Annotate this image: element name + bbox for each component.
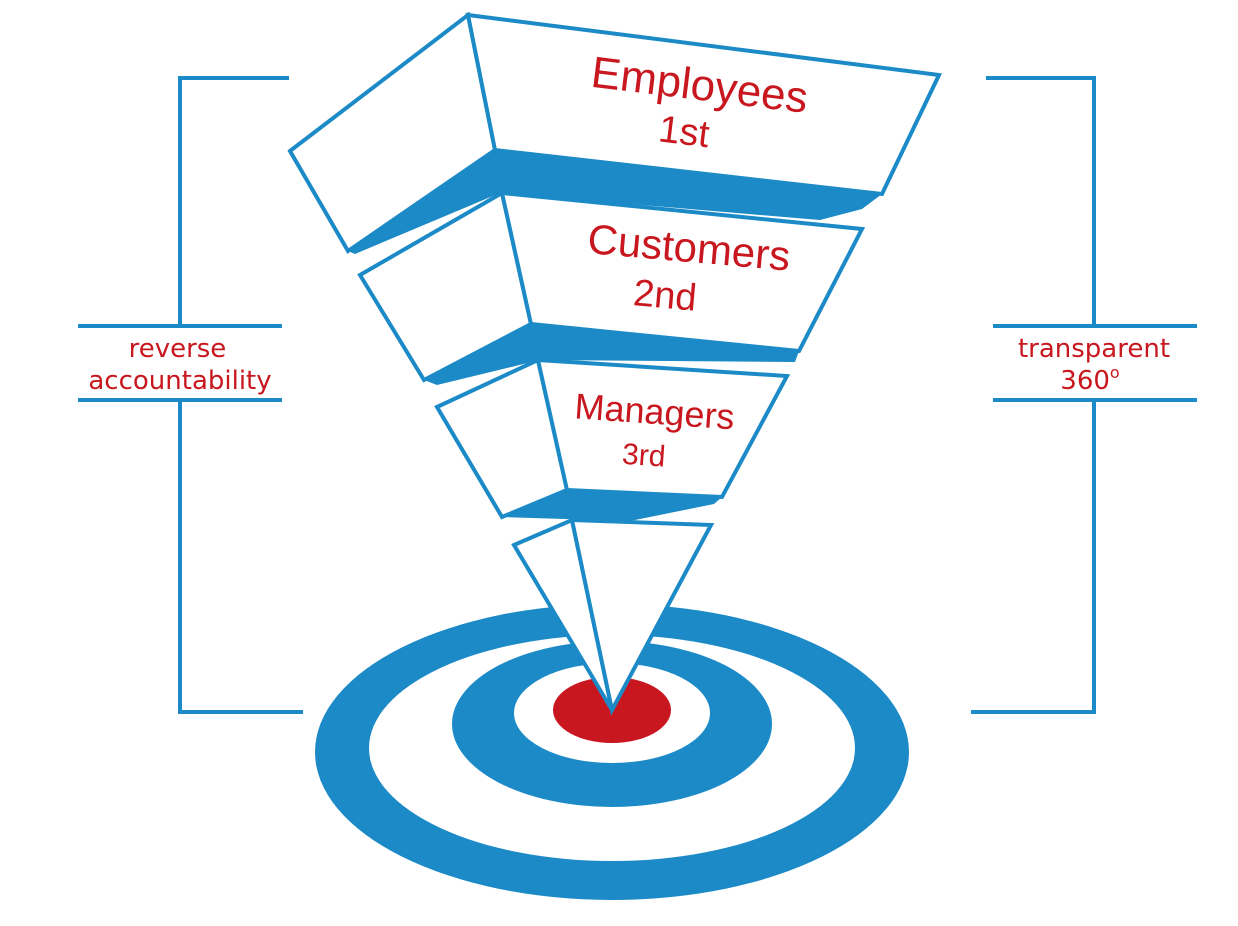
right-label-line2: 360 — [1060, 366, 1110, 396]
tier-customers-front-face — [499, 190, 866, 354]
funnel-tip — [511, 517, 715, 716]
tier-customers — [357, 189, 866, 385]
right-label-degree: 360o — [1060, 363, 1119, 396]
right-label: transparent — [1018, 334, 1170, 364]
tier-managers-rank: 3rd — [621, 438, 667, 474]
left-bracket-lower — [178, 400, 303, 714]
left-bracket-upper — [178, 76, 289, 326]
left-label: reverse accountability — [88, 334, 271, 396]
right-label-superscript: o — [1110, 363, 1120, 382]
left-label-line2: accountability — [88, 366, 271, 396]
tier-customers-bottom-band — [424, 324, 799, 385]
tier-managers-bottom-band — [502, 490, 722, 521]
right-bracket: transparent 360o — [971, 76, 1197, 714]
right-bracket-lower — [971, 400, 1096, 714]
tier-employees-rank: 1st — [656, 108, 712, 156]
tier-managers-front-face — [535, 357, 791, 500]
tier-employees-front-face — [465, 12, 943, 197]
tier-managers — [434, 357, 791, 521]
tip-front-face — [569, 517, 715, 716]
left-bracket: reverse accountability — [78, 76, 303, 714]
tier-employees — [287, 11, 943, 254]
left-label-line1: reverse — [129, 334, 227, 364]
tier-customers-rank: 2nd — [632, 272, 699, 319]
right-bracket-upper — [986, 76, 1096, 326]
right-label-line1: transparent — [1018, 334, 1170, 364]
tier-employees-bottom-band — [348, 150, 882, 254]
